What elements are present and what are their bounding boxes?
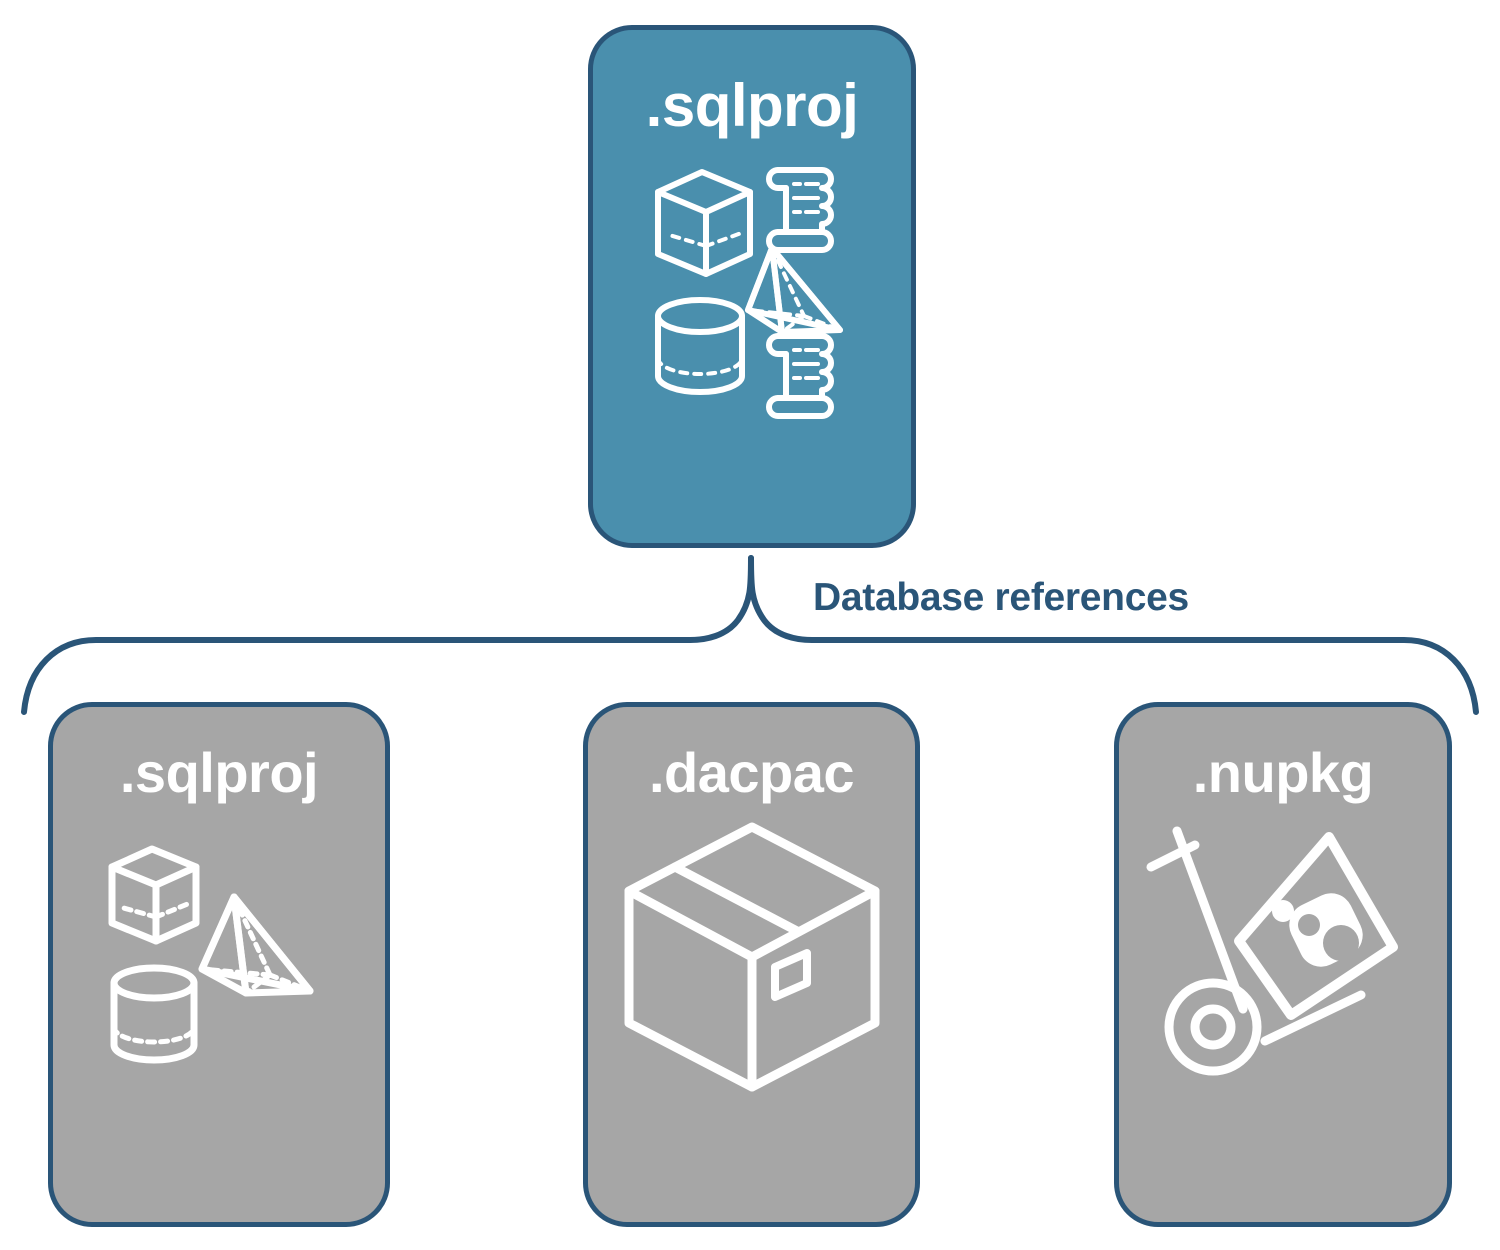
card-dacpac-reference[interactable]: .dacpac xyxy=(583,702,920,1227)
scroll-script-icon xyxy=(766,167,834,253)
card-title-sqlproj-root: .sqlproj xyxy=(645,72,859,139)
root-shapes-icon-group xyxy=(652,158,852,428)
cube-wireframe-icon xyxy=(655,169,753,277)
cylinder-wireframe-icon xyxy=(110,964,198,1064)
hand-truck-nuget-icon xyxy=(1146,826,1398,1076)
card-title-nupkg: .nupkg xyxy=(1192,741,1374,804)
cylinder-wireframe-icon xyxy=(655,297,745,395)
card-sqlproj-reference[interactable]: .sqlproj xyxy=(48,702,390,1227)
package-box-icon-group xyxy=(607,811,897,1101)
nuget-glyph-icon xyxy=(1289,893,1363,967)
pyramid-wireframe-icon xyxy=(745,245,843,335)
sqlproj-shapes-icon-group xyxy=(104,841,334,1071)
card-title-sqlproj-reference: .sqlproj xyxy=(119,741,319,804)
package-box-icon xyxy=(624,822,879,1092)
scroll-script-icon xyxy=(766,333,834,419)
hand-truck-nuget-icon-group xyxy=(1143,819,1423,1089)
card-title-dacpac: .dacpac xyxy=(648,741,855,804)
brace-label-database-references: Database references xyxy=(813,576,1189,619)
card-sqlproj-root[interactable]: .sqlproj xyxy=(588,25,916,548)
pyramid-wireframe-icon xyxy=(198,893,314,997)
cube-wireframe-icon xyxy=(108,845,200,945)
card-nupkg-reference[interactable]: .nupkg xyxy=(1114,702,1452,1227)
